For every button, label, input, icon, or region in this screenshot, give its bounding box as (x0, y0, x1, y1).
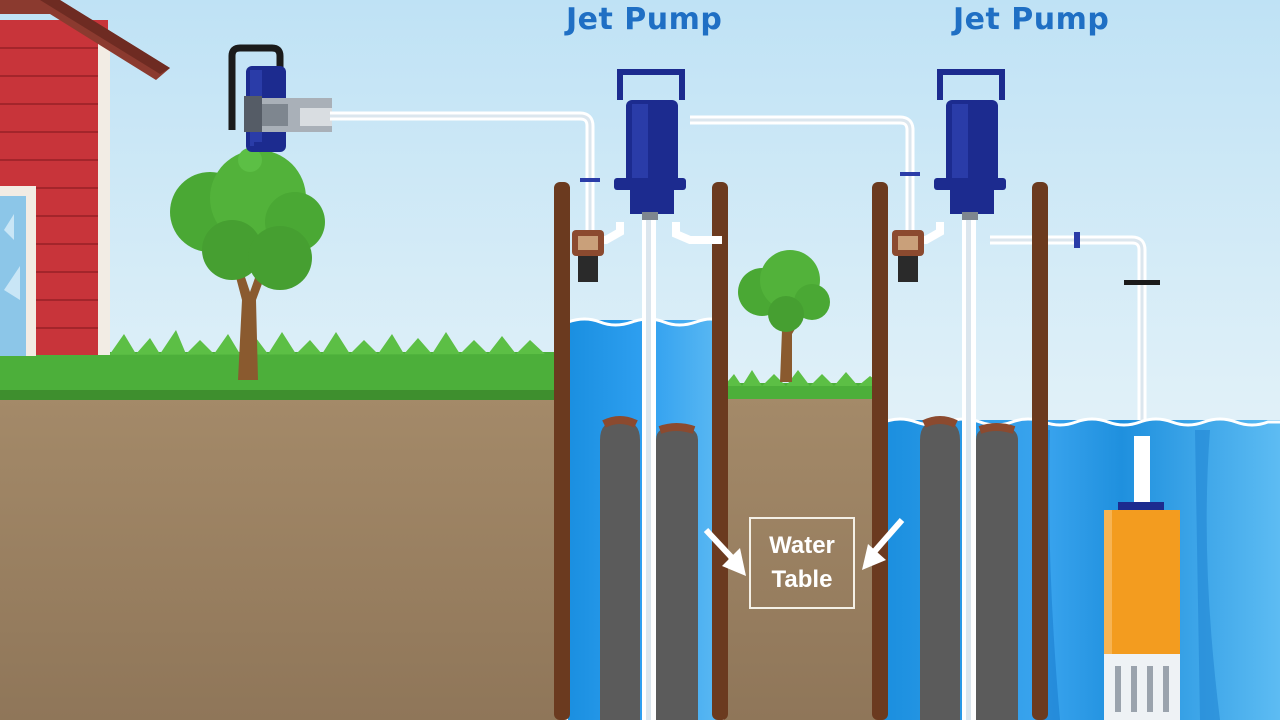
well-left (554, 182, 728, 720)
pressure-switch-icon (892, 230, 924, 282)
jet-pump-icon (228, 44, 332, 152)
water-table-line2: Table (771, 566, 833, 593)
tree-icon (170, 148, 325, 380)
well-casing-icon (554, 182, 570, 720)
well-casing-icon (712, 182, 728, 720)
pressure-switch-icon (572, 230, 604, 282)
tree-icon (738, 250, 830, 382)
ground-left (0, 330, 560, 720)
well-casing-icon (872, 182, 888, 720)
submersible-pump-icon (1104, 436, 1180, 720)
well-right (872, 182, 1280, 720)
water-table-line1: Water (769, 532, 835, 559)
jet-pump-label-right: Jet Pump (953, 2, 1110, 37)
jet-pump-label-left: Jet Pump (566, 2, 723, 37)
jet-pump-icon (934, 69, 1006, 220)
arrow-icon (703, 527, 746, 576)
pipe-icon (330, 111, 1160, 500)
well-casing-icon (1032, 182, 1048, 720)
water-table-label: Water Table (749, 517, 855, 609)
house-icon (0, 0, 170, 356)
jet-pump-icon (614, 69, 686, 220)
arrow-icon (862, 518, 905, 570)
